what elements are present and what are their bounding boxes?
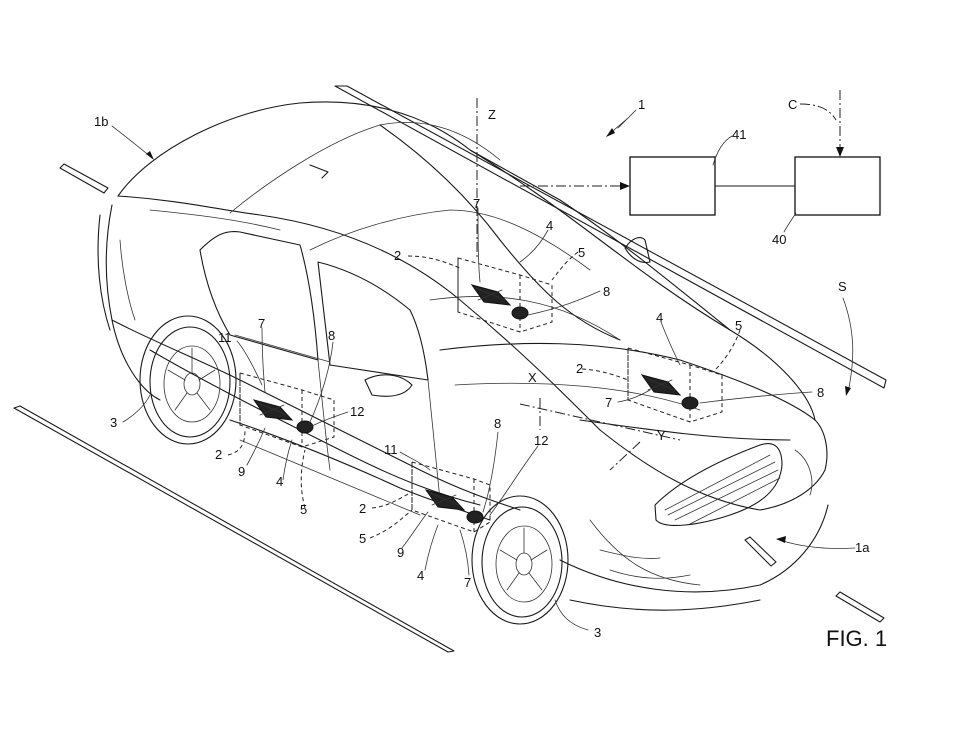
label-12-center: 12 [534, 433, 548, 448]
label-4-right: 4 [656, 310, 663, 325]
label-9-center: 9 [397, 545, 404, 560]
label-5-center: 5 [359, 531, 366, 546]
label-5-left: 5 [300, 502, 307, 517]
reference-labels: 1b 1 1a Z C 41 40 S 7 4 2 5 8 4 5 2 X 8 … [94, 97, 887, 651]
label-2-center: 2 [359, 501, 366, 516]
rear-wheel [139, 315, 237, 445]
label-7-left: 7 [258, 316, 265, 331]
label-y: Y [657, 428, 666, 443]
front-wheel [471, 495, 569, 625]
label-11-center: 11 [384, 442, 398, 457]
label-4-left: 4 [276, 474, 283, 489]
label-3-rear: 3 [110, 415, 117, 430]
label-2-right: 2 [576, 361, 583, 376]
label-2-top: 2 [394, 248, 401, 263]
label-12-left: 12 [350, 404, 364, 419]
label-41: 41 [732, 127, 746, 142]
label-z: Z [488, 107, 496, 122]
label-4-center: 4 [417, 568, 424, 583]
label-8-top: 8 [603, 284, 610, 299]
label-40: 40 [772, 232, 786, 247]
label-8-left: 8 [328, 328, 335, 343]
label-x: X [528, 370, 537, 385]
label-11-left: 11 [218, 330, 232, 345]
lift-unit-top [457, 257, 553, 333]
label-7-right: 7 [605, 395, 612, 410]
label-5-right: 5 [735, 318, 742, 333]
label-1: 1 [638, 97, 645, 112]
label-s: S [838, 279, 847, 294]
label-8-right: 8 [817, 385, 824, 400]
label-3-front: 3 [594, 625, 601, 640]
lift-unit-left [239, 372, 335, 448]
label-7-center: 7 [464, 575, 471, 590]
label-8-center: 8 [494, 416, 501, 431]
lift-unit-center [411, 461, 491, 533]
control-system [520, 109, 881, 216]
ground-lines [13, 85, 887, 653]
label-5-top: 5 [578, 245, 585, 260]
control-box-40 [794, 156, 881, 216]
label-1b: 1b [94, 114, 108, 129]
control-box-41 [629, 156, 716, 216]
label-c: C [788, 97, 797, 112]
label-7-top: 7 [473, 196, 480, 211]
vehicle-outline [97, 101, 829, 611]
figure-caption: FIG. 1 [826, 626, 887, 651]
label-2-left: 2 [215, 447, 222, 462]
label-1a: 1a [855, 540, 870, 555]
label-4-top: 4 [546, 218, 553, 233]
label-9-left: 9 [238, 464, 245, 479]
axes [476, 90, 841, 471]
leader-lines [111, 125, 856, 631]
